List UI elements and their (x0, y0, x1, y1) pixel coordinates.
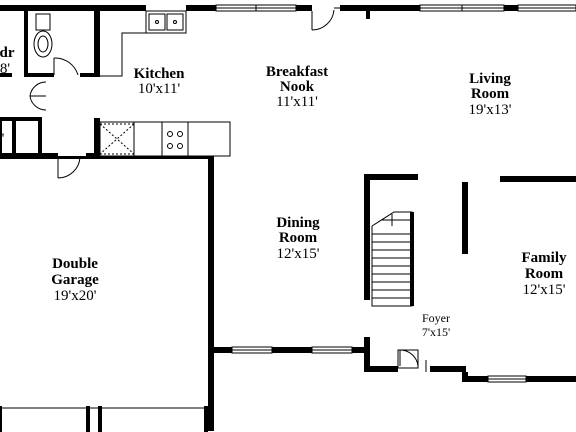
family-name-2: Room (525, 266, 564, 282)
garage-entry-door (57, 156, 86, 179)
garage-name-1: Double (52, 256, 98, 272)
cooktop-icon (167, 131, 183, 149)
garage-doors (0, 406, 208, 432)
kitchen-dims: 10'x11' (138, 81, 181, 97)
garage-dims: 19'x20' (54, 288, 97, 304)
family-dims: 12'x15' (523, 282, 566, 298)
breakfast-name-2: Nook (280, 79, 315, 95)
breakfast-dims: 11'x11' (276, 94, 318, 110)
closet-walls (0, 117, 100, 158)
top-windows (215, 4, 576, 12)
dishwasher-icon (99, 123, 135, 155)
laundry-door (29, 81, 47, 111)
foyer-dims: 7'x15' (422, 325, 450, 339)
half-bath-name: dr (0, 45, 15, 61)
breakfast-nook-door (311, 7, 340, 31)
living-name-1: Living (469, 71, 511, 87)
garage-name-2: Garage (51, 272, 99, 288)
family-room-walls (462, 176, 576, 254)
dining-south-wall (208, 346, 366, 354)
half-bath-dims: 8' (0, 61, 10, 77)
kitchen-name: Kitchen (134, 66, 185, 82)
top-exterior-wall (0, 5, 518, 19)
closet-dims: ' (2, 131, 5, 147)
living-dims: 19'x13' (469, 102, 512, 118)
dining-name-2: Room (279, 230, 318, 246)
garage-north-wall (0, 156, 214, 159)
bath-door (53, 57, 79, 76)
dining-west-wall (208, 156, 214, 431)
staircase (364, 174, 418, 307)
half-bath-walls (0, 11, 100, 157)
room-labels: dr 8' ' Kitchen 10'x11' Breakfast Nook 1… (0, 45, 567, 339)
toilet-icon (33, 13, 53, 58)
foyer-walls (364, 337, 576, 383)
breakfast-name-1: Breakfast (266, 64, 328, 80)
dining-dims: 12'x15' (277, 246, 320, 262)
foyer-name: Foyer (422, 311, 450, 325)
living-name-2: Room (471, 86, 510, 102)
kitchen-sink-icon (145, 10, 187, 34)
front-door (397, 349, 427, 372)
dining-name-1: Dining (276, 215, 320, 231)
family-name-1: Family (522, 250, 567, 266)
